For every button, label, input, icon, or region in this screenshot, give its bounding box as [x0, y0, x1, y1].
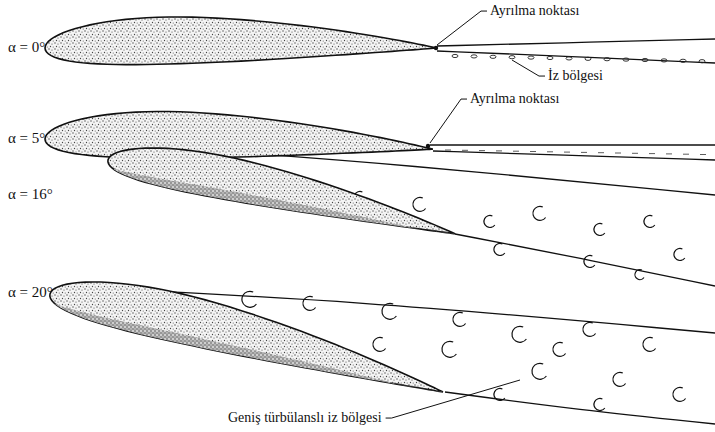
wake-line — [455, 234, 715, 286]
eddy-mark — [680, 59, 686, 62]
separation-point — [434, 46, 438, 50]
wake-label: İz bölgesi — [548, 68, 603, 84]
wake-dash — [496, 150, 502, 151]
separation-point — [426, 144, 430, 148]
eddy-swirl — [442, 341, 456, 357]
leader-line — [437, 11, 487, 45]
eddy-swirl — [613, 372, 626, 386]
eddy-swirl — [594, 398, 605, 410]
eddy-swirl — [674, 248, 685, 260]
wake-dash — [564, 152, 570, 153]
eddy-swirl — [303, 296, 316, 310]
eddy-swirl — [373, 337, 386, 351]
eddy-mark — [547, 56, 553, 59]
separation-label: Ayrılma noktası — [470, 91, 559, 107]
eddy-swirl — [533, 206, 546, 220]
wake-dash — [513, 151, 519, 152]
wake-dash — [632, 153, 638, 154]
wake-dash — [598, 152, 604, 153]
eddy-mark — [585, 57, 591, 60]
wake-line — [437, 51, 715, 63]
eddy-swirl — [635, 270, 644, 280]
wake-line — [433, 151, 715, 160]
airfoil — [108, 148, 455, 234]
wake-dash — [649, 153, 655, 154]
angle-label: α = 5° — [8, 130, 45, 147]
eddy-swirl — [643, 337, 656, 351]
wake-dash — [615, 153, 621, 154]
eddy-swirl — [583, 322, 596, 336]
eddy-mark — [452, 54, 458, 57]
angle-label: α = 0° — [8, 39, 45, 56]
wake-line — [445, 392, 715, 424]
eddy-mark — [604, 58, 610, 61]
airfoils — [45, 17, 455, 392]
leader-line — [430, 99, 467, 143]
eddy-mark — [471, 55, 477, 58]
wake-line — [430, 144, 715, 145]
eddy-swirl — [413, 197, 426, 211]
eddy-swirl — [494, 388, 505, 400]
eddy-swirl — [453, 312, 466, 326]
eddy-swirl — [584, 255, 595, 267]
wake-line — [437, 39, 715, 46]
eddy-swirl — [484, 215, 495, 227]
eddy-mark — [642, 58, 648, 61]
wake-dash — [530, 151, 536, 152]
wake-dash — [445, 150, 451, 151]
eddy-swirl — [594, 223, 605, 235]
airfoil-shading — [54, 303, 443, 392]
leader-line — [512, 60, 545, 76]
wake-dash — [700, 154, 706, 155]
eddy-mark — [623, 58, 629, 61]
wake-label: Geniş türbülanslı iz bölgesi — [228, 410, 382, 426]
wake-dash — [581, 152, 587, 153]
wake-dash — [479, 150, 485, 151]
wake-dash — [666, 153, 672, 154]
airfoil — [45, 112, 433, 159]
leader-line — [386, 380, 520, 418]
angle-label: α = 20° — [8, 284, 53, 301]
eddy-mark — [509, 56, 515, 59]
eddy-swirl — [532, 363, 546, 379]
eddy-mark — [490, 55, 496, 58]
eddy-swirl — [644, 215, 655, 227]
wake-dash — [462, 150, 468, 151]
wake-dash — [683, 154, 689, 155]
eddy-swirl — [242, 291, 256, 307]
eddy-swirl — [494, 243, 505, 255]
eddy-swirl — [553, 342, 566, 356]
angle-label: α = 16° — [8, 186, 53, 203]
airfoil — [50, 282, 443, 392]
airfoil — [45, 17, 437, 65]
airfoil-shading — [112, 168, 455, 234]
eddy-mark — [661, 59, 667, 62]
eddy-mark — [528, 56, 534, 59]
eddy-swirl — [512, 326, 526, 342]
wake-dash — [547, 151, 553, 152]
eddy-swirl — [673, 387, 686, 401]
separation-label: Ayrılma noktası — [490, 3, 579, 19]
eddy-swirl — [382, 303, 396, 319]
eddy-mark — [566, 57, 572, 60]
eddy-mark — [699, 60, 705, 63]
